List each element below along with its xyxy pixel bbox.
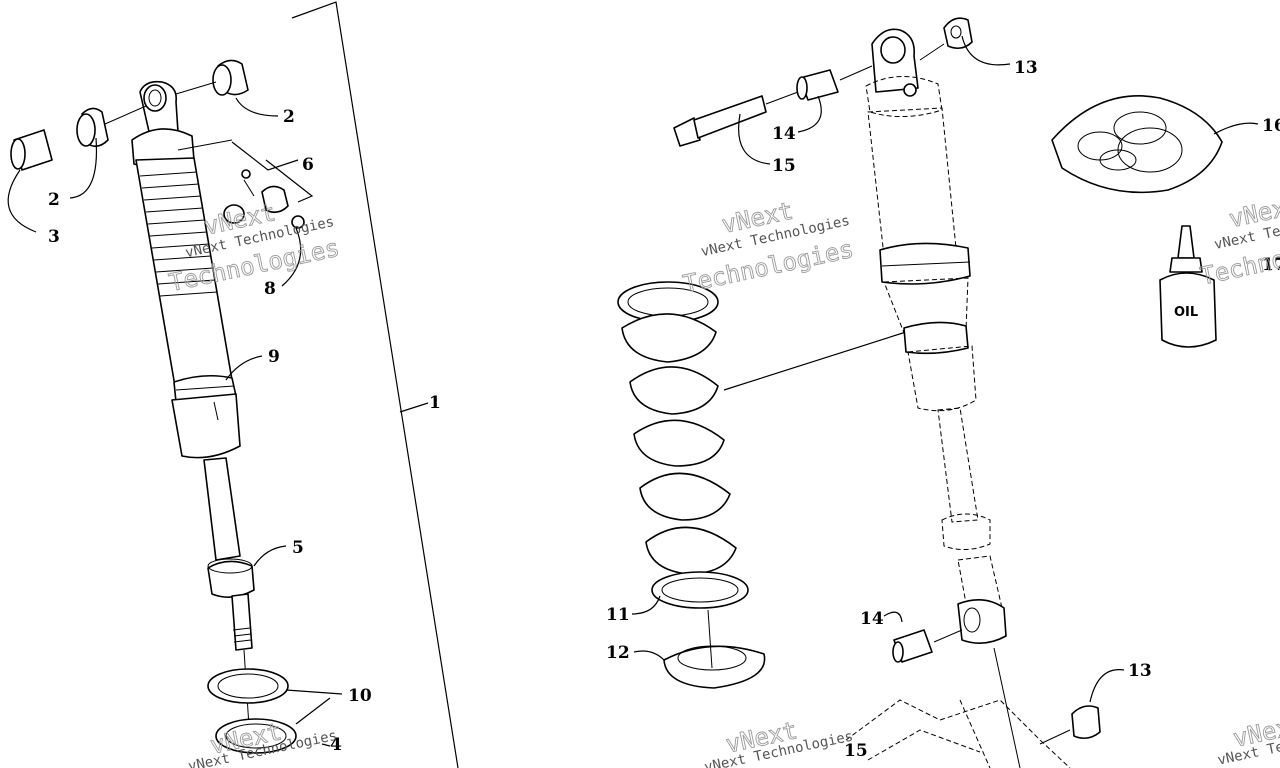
callout-17: 17 [1262,255,1280,275]
watermark-bottom-right: vNext vNext Technologies [1216,710,1280,768]
spanner-rings [207,668,297,754]
callout-6: 6 [302,155,314,175]
watermark-center: vNext vNext Technologies Technologies [680,196,856,299]
watermark-bottom-left: vNext vNext Technologies [187,717,339,768]
bolt-parts-right [673,17,1101,745]
callout-12: 12 [606,643,630,663]
oil-label: OIL [1174,305,1198,320]
callout-13-lower: 13 [1128,661,1152,681]
body-ribs [139,171,218,297]
shock-absorber-left [131,80,255,743]
callout-4: 4 [330,735,342,755]
callout-2-lower: 2 [48,190,60,210]
callout-numbers: 1 2 2 3 4 5 6 8 9 10 11 12 13 13 14 14 1… [48,58,1280,761]
callout-14-lower: 14 [860,609,884,629]
watermark-right: vNext vNext Technologies Technologies [1197,190,1280,291]
callout-9: 9 [268,347,280,367]
oil-bottle: OIL [1159,225,1217,348]
callout-8: 8 [264,279,276,299]
callout-13-upper: 13 [1014,58,1038,78]
callout-3: 3 [48,227,60,247]
callout-5: 5 [292,538,304,558]
coil-spring [617,281,907,609]
assembly-bracket-1 [291,1,459,768]
callout-14-upper: 14 [772,124,796,144]
callout-10: 10 [348,686,372,706]
frame-outline-ghost [845,699,1071,768]
spring-seat [663,609,766,689]
callout-1: 1 [429,393,441,413]
callout-16: 16 [1262,116,1280,136]
shock-absorber-right [865,28,1021,768]
seal-kit-bag [1051,95,1223,194]
callout-15-upper: 15 [772,156,796,176]
callout-15-lower: 15 [844,741,868,761]
callout-2-upper: 2 [283,107,295,127]
bushing-parts-left [10,59,249,171]
callout-11: 11 [606,605,630,625]
leader-lines [7,35,1259,747]
watermark-bottom-center: vNext vNext Technologies [703,716,855,768]
valve-parts [177,139,305,229]
